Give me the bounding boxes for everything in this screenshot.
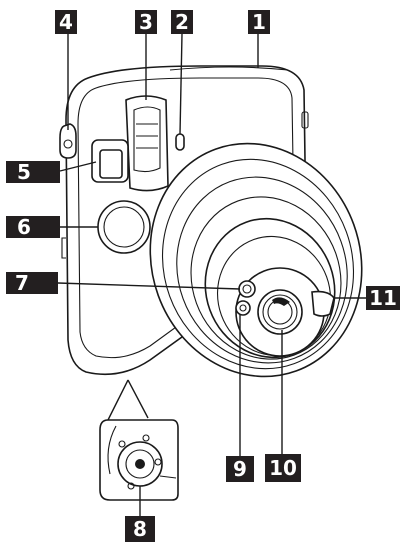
callout-7-text: 7	[15, 271, 29, 295]
leader-lines	[57, 33, 366, 516]
viewfinder-window	[91, 139, 129, 183]
callout-2-text: 2	[175, 10, 189, 34]
callout-9-text: 9	[233, 457, 247, 481]
callout-4-text: 4	[59, 10, 73, 34]
strap-eyelet	[59, 123, 77, 159]
callout-10: 10	[265, 454, 301, 482]
callout-3: 3	[135, 10, 157, 34]
callout-2: 2	[171, 10, 193, 34]
callout-10-text: 10	[269, 456, 297, 480]
callout-1-text: 1	[252, 10, 266, 34]
callout-7: 7	[6, 271, 58, 295]
lens-sensor-windows	[235, 280, 335, 317]
lens	[235, 267, 325, 357]
callout-6: 6	[6, 215, 60, 239]
callout-5: 5	[6, 160, 60, 184]
callout-6-text: 6	[17, 215, 31, 239]
callout-11: 11	[366, 286, 400, 310]
callout-1: 1	[248, 10, 270, 34]
flash-unit	[125, 95, 169, 192]
callout-5-text: 5	[17, 160, 31, 184]
shutter-button	[97, 200, 151, 254]
callout-4: 4	[55, 10, 77, 34]
callout-3-text: 3	[139, 10, 153, 34]
self-timer-lamp	[175, 133, 185, 151]
callout-9: 9	[226, 456, 254, 482]
callout-11-text: 11	[369, 286, 397, 310]
tripod-socket-detail	[99, 379, 179, 501]
callout-8: 8	[125, 516, 155, 542]
callout-8-text: 8	[133, 517, 147, 541]
